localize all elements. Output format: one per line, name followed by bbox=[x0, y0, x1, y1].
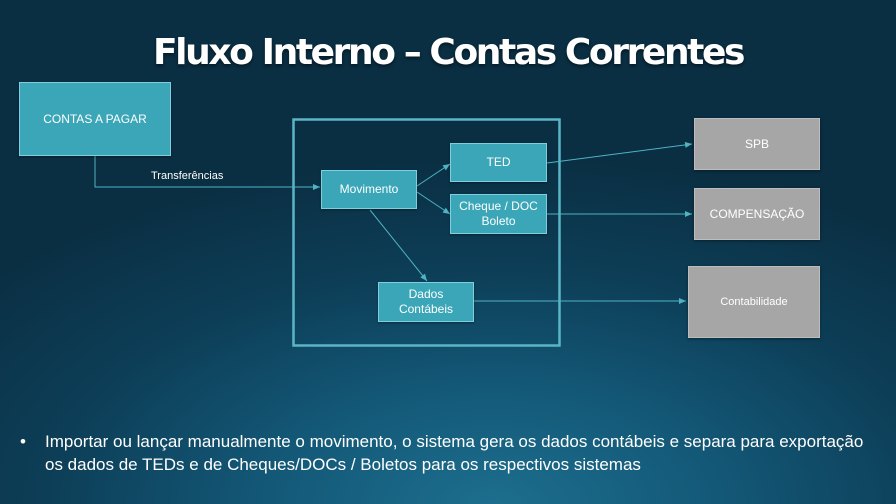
node-cheque-doc-boleto: Cheque / DOC Boleto bbox=[450, 194, 547, 234]
node-ted-label: TED bbox=[486, 155, 511, 169]
node-spb: SPB bbox=[694, 118, 820, 170]
node-dados-contabeis: Dados Contábeis bbox=[378, 282, 474, 322]
node-compensacao: COMPENSAÇÃO bbox=[694, 188, 820, 240]
bullet-text: Importar ou lançar manualmente o movimen… bbox=[45, 432, 864, 474]
slide-title: Fluxo Interno – Contas Correntes bbox=[152, 32, 745, 73]
node-contabilidade-label: Contabilidade bbox=[720, 295, 788, 308]
node-compensacao-label: COMPENSAÇÃO bbox=[709, 206, 805, 221]
node-dados-contabeis-label: Dados Contábeis bbox=[398, 287, 454, 316]
node-movimento-label: Movimento bbox=[339, 182, 399, 196]
system-boundary-frame bbox=[292, 118, 561, 347]
arrow-movimento-to-ted bbox=[416, 163, 451, 187]
node-movimento: Movimento bbox=[321, 170, 417, 209]
node-contas-a-pagar-label: CONTAS A PAGAR bbox=[43, 111, 147, 126]
arrow-movimento-to-dados bbox=[369, 209, 428, 282]
bullet-symbol: • bbox=[20, 432, 26, 451]
edge-label-transferencias: Transferências bbox=[151, 170, 224, 182]
arrow-contas-to-movimento bbox=[94, 156, 320, 190]
node-spb-label: SPB bbox=[744, 136, 769, 151]
bullet-point: • Importar ou lançar manualmente o movim… bbox=[20, 430, 880, 476]
arrow-ted-to-spb bbox=[546, 141, 693, 164]
node-contas-a-pagar: CONTAS A PAGAR bbox=[19, 82, 171, 156]
arrow-movimento-to-cheque bbox=[416, 191, 451, 215]
node-contabilidade: Contabilidade bbox=[688, 266, 820, 338]
node-cheque-doc-boleto-label: Cheque / DOC Boleto bbox=[459, 199, 538, 228]
node-ted: TED bbox=[450, 143, 547, 182]
